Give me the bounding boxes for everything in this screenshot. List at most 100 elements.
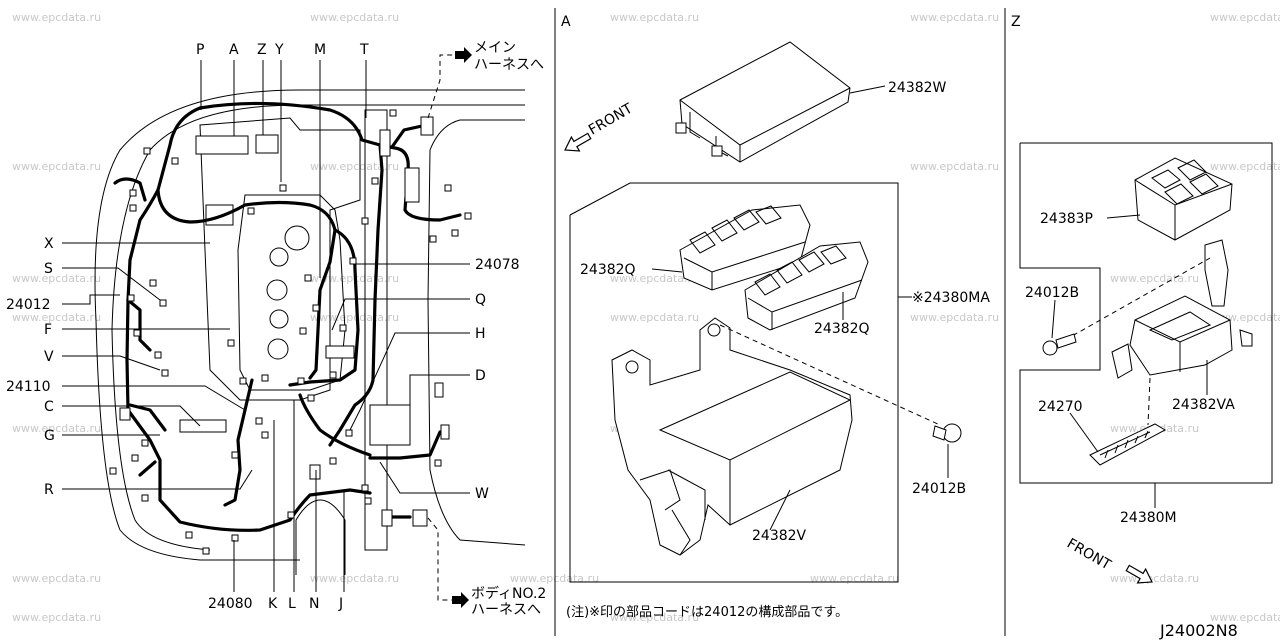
- steering-column-area: [237, 194, 346, 391]
- watermark: www.epcdata.ru: [610, 311, 699, 324]
- callout-label: L: [288, 596, 296, 612]
- connector: [381, 509, 393, 527]
- callout-label: Z: [257, 42, 267, 58]
- vehicle-outline: [94, 89, 525, 561]
- callout-label: R: [44, 482, 54, 498]
- part-number-label: 24382V: [752, 528, 807, 544]
- connector: [434, 382, 444, 398]
- main-harness-dashed-lead: [427, 54, 458, 119]
- watermark: www.epcdata.ru: [12, 311, 101, 324]
- harness-run-w: [298, 393, 372, 457]
- left-leaders: [62, 242, 253, 490]
- connector: [412, 509, 428, 527]
- callout-label: A: [229, 42, 239, 58]
- callout-label: J: [338, 596, 343, 612]
- connector-block-h: [325, 345, 355, 359]
- watermark: www.epcdata.ru: [1110, 572, 1199, 585]
- meter-gauge: [284, 225, 310, 251]
- section-a-label: A: [561, 14, 571, 30]
- section-z-diagram: 24383P 24382VA 24012B 24270: [1019, 142, 1273, 584]
- shift-lever-area: [295, 499, 346, 575]
- watermark: www.epcdata.ru: [310, 572, 399, 585]
- watermark: www.epcdata.ru: [12, 422, 101, 435]
- harness-branch: [138, 460, 157, 477]
- part-number-label: ※24380MA: [912, 290, 990, 306]
- watermark: www.epcdata.ru: [12, 11, 101, 24]
- bolt-dashed-line: [719, 324, 941, 426]
- main-harness-diagram: P A Z Y M T X S 24012 F V 24110 C G R: [6, 40, 546, 618]
- connector: [119, 407, 131, 421]
- harness-run-left: [125, 106, 372, 532]
- body-harness-note: ボディNO.2: [471, 585, 546, 602]
- callout-label: 24080: [208, 596, 253, 612]
- fuse-block-right: [744, 241, 869, 331]
- tunnel-outline: [427, 119, 526, 546]
- watermark: www.epcdata.ru: [910, 311, 999, 324]
- leader-line: [849, 85, 886, 94]
- meter-gauge: [269, 309, 289, 329]
- leader-line: [1069, 412, 1099, 453]
- arrow-right-icon: [452, 592, 469, 608]
- watermark: www.epcdata.ru: [310, 160, 399, 173]
- right-leaders: [331, 263, 470, 494]
- callout-label: C: [44, 399, 54, 415]
- callout-label: V: [44, 349, 54, 365]
- clip-dashed-line: [1147, 377, 1151, 426]
- watermarks: www.epcdata.ru www.epcdata.ru www.epcdat…: [12, 11, 1280, 624]
- part-number-label: 24382Q: [580, 262, 636, 278]
- control-unit-d: [369, 404, 411, 446]
- fuse-block-base: [611, 317, 853, 556]
- part-number-label: 24382Q: [814, 321, 870, 337]
- connector-block: [404, 167, 420, 203]
- watermark: www.epcdata.ru: [1210, 160, 1280, 173]
- leader-line: [1106, 214, 1141, 219]
- diagram-code: J24002N8: [1159, 621, 1238, 640]
- bolt: [1042, 333, 1077, 356]
- watermark: www.epcdata.ru: [810, 572, 899, 585]
- callout-label: W: [475, 486, 489, 502]
- harness-run-r: [223, 378, 254, 507]
- front-arrow-icon: [564, 132, 592, 152]
- assembly-frame: [569, 182, 899, 583]
- relay-holder: [1111, 239, 1253, 379]
- front-arrow-icon: [1125, 564, 1153, 584]
- callout-label: S: [44, 261, 53, 277]
- bolt: [932, 423, 962, 443]
- part-number-label: 24382W: [888, 80, 947, 96]
- watermark: www.epcdata.ru: [12, 572, 101, 585]
- part-number-label: 24270: [1038, 399, 1083, 415]
- harness-run-top: [198, 101, 462, 222]
- main-harness-note: ハーネスへ: [474, 57, 544, 73]
- bottom-leaders: [233, 400, 345, 592]
- callout-label: D: [475, 368, 486, 384]
- callout-label: X: [44, 236, 54, 252]
- callout-label: F: [44, 322, 52, 338]
- watermark: www.epcdata.ru: [12, 611, 101, 624]
- watermark: www.epcdata.ru: [1210, 611, 1280, 624]
- harness-run-d: [368, 430, 442, 460]
- footnote: (注)※印の部品コードは24012の構成部品です。: [566, 605, 848, 620]
- harness-run-right: [288, 228, 360, 387]
- connector-block-a: [195, 135, 249, 155]
- callout-label: K: [268, 596, 278, 612]
- fuse-block-left: [679, 204, 811, 291]
- front-label: FRONT: [1064, 536, 1114, 574]
- relay-box: [205, 204, 234, 226]
- harness-clip: [1089, 423, 1167, 466]
- meter-gauge: [267, 338, 289, 360]
- part-number-label: 24380M: [1120, 510, 1177, 526]
- meter-gauge: [269, 247, 289, 267]
- section-a-diagram: FRONT 24382W ※24380MA 24382Q: [564, 41, 990, 620]
- connector-block: [420, 116, 434, 136]
- callout-label: Y: [274, 42, 284, 58]
- callout-label: 24012: [6, 297, 51, 313]
- section-z-label: Z: [1011, 14, 1021, 30]
- callout-label: 24078: [475, 257, 520, 273]
- connector-block: [379, 129, 391, 157]
- main-harness-note: メイン: [474, 40, 516, 56]
- center-console-channel: [364, 109, 388, 551]
- harness-run-center: [156, 188, 337, 380]
- assembly-frame: [1019, 142, 1273, 484]
- callout-label: N: [309, 596, 319, 612]
- part-number-label: 24012B: [912, 481, 966, 497]
